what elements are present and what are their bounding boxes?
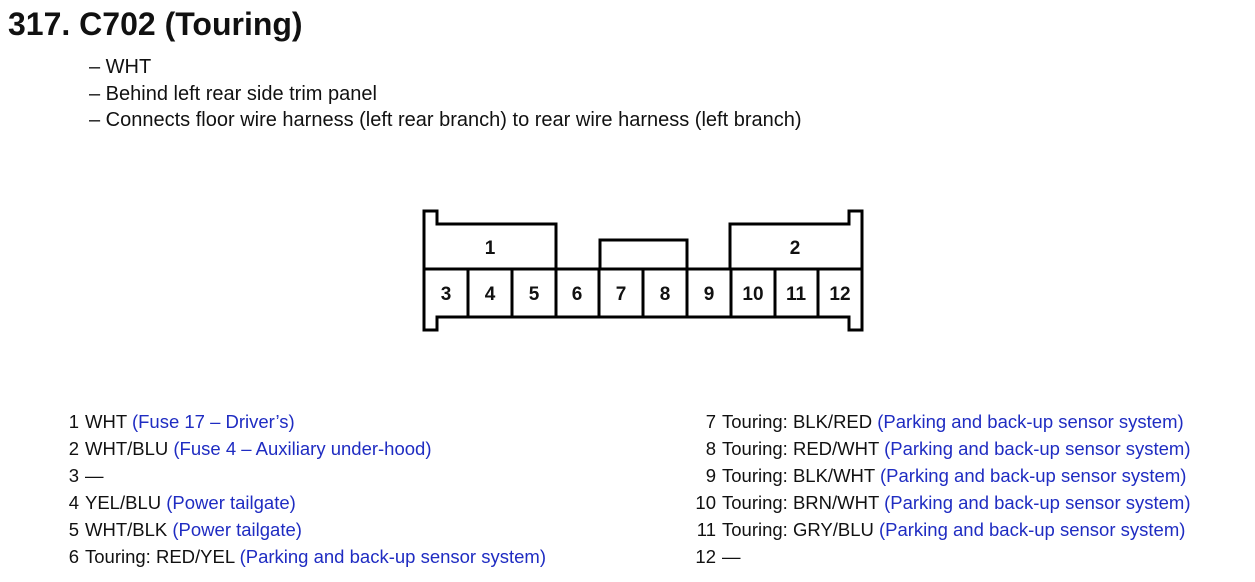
pin-wire: YEL/BLU	[85, 492, 162, 513]
cell-label: 8	[660, 284, 671, 305]
pin-wire: WHT/BLU	[85, 438, 169, 459]
pin-number: 11	[696, 519, 716, 540]
pin-number: 8	[705, 438, 716, 459]
pin-number: 10	[695, 492, 716, 513]
pin-wire: Touring: BLK/WHT	[722, 465, 875, 486]
cell-label: 11	[786, 284, 807, 305]
note-connection: – Connects floor wire harness (left rear…	[89, 109, 802, 131]
pin-number: 3	[68, 465, 79, 486]
pin-number: 2	[68, 438, 79, 459]
cell-label: 5	[529, 284, 540, 305]
pin-list-left: 1 WHT (Fuse 17 – Driver’s) 2 WHT/BLU (Fuse…	[62, 408, 546, 570]
note-location: – Behind left rear side trim panel	[89, 82, 377, 105]
pin-description: (Power tailgate)	[172, 519, 302, 540]
pin-row: 12 —	[684, 543, 1191, 570]
pin-wire: Touring: GRY/BLU	[722, 519, 874, 540]
cell-dividers	[466, 269, 820, 317]
cell-label: 4	[485, 284, 496, 305]
pin-wire: —	[85, 465, 104, 486]
pin-list-right: 7 Touring: BLK/RED (Parking and back-up s…	[684, 408, 1191, 570]
pin-row: 1 WHT (Fuse 17 – Driver’s)	[62, 408, 546, 435]
pin-row: 7 Touring: BLK/RED (Parking and back-up s…	[684, 408, 1191, 435]
cell-label: 12	[829, 284, 850, 305]
pin-row: 5 WHT/BLK (Power tailgate)	[62, 516, 546, 543]
cell-label: 6	[572, 284, 583, 305]
cell-label: 10	[742, 284, 763, 305]
pin-number: 6	[68, 546, 79, 567]
pin-row: 4 YEL/BLU (Power tailgate)	[62, 489, 546, 516]
cell-label-top-1: 1	[485, 238, 496, 259]
pin-description: (Parking and back-up sensor system)	[878, 519, 1186, 540]
pin-number: 12	[695, 546, 716, 567]
pin-description: (Parking and back-up sensor system)	[877, 411, 1184, 432]
pin-row: 9 Touring: BLK/WHT (Parking and back-up s…	[684, 462, 1191, 489]
pin-description: (Parking and back-up sensor system)	[884, 438, 1191, 459]
pin-description: (Fuse 17 – Driver’s)	[131, 411, 295, 432]
pin-wire: —	[722, 546, 741, 567]
pin-wire: Touring: BRN/WHT	[722, 492, 879, 513]
pin-wire: WHT/BLK	[85, 519, 168, 540]
pin-wire: Touring: BLK/RED	[722, 411, 873, 432]
cell-labels: 1 2 3 4 5 6 7 8 9 10 11 12	[441, 238, 851, 305]
pin-number: 4	[68, 492, 79, 513]
pin-row: 2 WHT/BLU (Fuse 4 – Auxiliary under-hood)	[62, 435, 546, 462]
pin-number: 7	[705, 411, 716, 432]
pin-wire: Touring: RED/WHT	[722, 438, 879, 459]
connector-notes: – WHT – Behind left rear side trim panel…	[89, 54, 802, 134]
cell-label-top-2: 2	[790, 238, 801, 259]
connector-outline	[422, 209, 864, 332]
pin-description: (Fuse 4 – Auxiliary under-hood)	[173, 438, 432, 459]
cell-label: 3	[441, 284, 452, 305]
note-color: – WHT	[89, 56, 152, 78]
pin-row: 3—	[62, 462, 546, 489]
pin-wire: WHT	[85, 411, 127, 432]
pin-number: 5	[68, 519, 79, 540]
pin-number: 9	[705, 465, 716, 486]
cell-label: 9	[704, 284, 715, 305]
pin-row: 10 Touring: BRN/WHT (Parking and back-up …	[684, 489, 1191, 516]
pin-description: (Parking and back-up sensor system)	[884, 492, 1191, 513]
pin-row: 11 Touring: GRY/BLU (Parking and back-up …	[684, 516, 1191, 543]
pin-description: (Parking and back-up sensor system)	[239, 546, 546, 567]
pin-description: (Parking and back-up sensor system)	[880, 465, 1187, 486]
cell-label: 7	[616, 284, 627, 305]
pin-row: 8 Touring: RED/WHT (Parking and back-up s…	[684, 435, 1191, 462]
pin-row: 6 Touring: RED/YEL (Parking and back-up s…	[62, 543, 546, 570]
page-title: 317. C702 (Touring)	[8, 6, 303, 42]
pin-description: (Power tailgate)	[166, 492, 296, 513]
pin-wire: Touring: RED/YEL	[85, 546, 235, 567]
pin-number: 1	[68, 411, 79, 432]
